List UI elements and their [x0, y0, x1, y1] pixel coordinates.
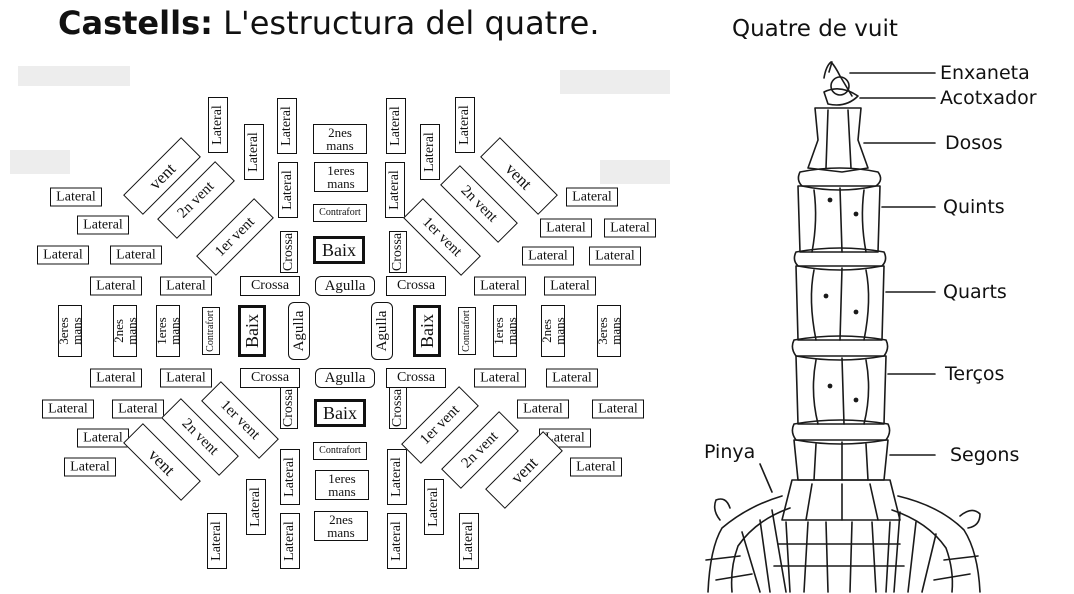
position-agulla: Agulla	[315, 368, 375, 388]
position-lateral: Lateral	[64, 457, 116, 477]
label-tercos: Terços	[945, 363, 1005, 385]
position-lateral: Lateral	[37, 245, 89, 265]
label-acotxador: Acotxador	[940, 87, 1037, 109]
position-lateral: Lateral	[50, 187, 102, 207]
label-pinya: Pinya	[704, 441, 756, 463]
position-lateral: Lateral	[570, 457, 622, 477]
label-quints: Quints	[943, 196, 1005, 218]
position-lateral: Lateral	[160, 276, 212, 296]
position-crossa: Crossa	[386, 276, 446, 296]
position-lateral: Lateral	[540, 218, 592, 238]
position-contrafort: Contrafort	[313, 442, 367, 460]
position-lateral: Lateral	[546, 368, 598, 388]
label-segons: Segons	[950, 444, 1020, 466]
position-lateral: Lateral	[77, 215, 129, 235]
position-crossa: Crossa	[240, 368, 300, 388]
label-enxaneta: Enxaneta	[940, 62, 1030, 84]
position-lateral: Lateral	[110, 245, 162, 265]
position-baix: Baix	[314, 399, 366, 427]
position-lateral: Lateral	[160, 368, 212, 388]
position-lateral: Lateral	[77, 428, 129, 448]
position-lateral: Lateral	[112, 399, 164, 419]
position-lateral: Lateral	[474, 276, 526, 296]
position-contrafort: Contrafort	[313, 204, 367, 222]
position-lateral: Lateral	[522, 246, 574, 266]
position-lateral: Lateral	[42, 399, 94, 419]
tower-title: Quatre de vuit	[732, 16, 898, 42]
position-lateral: Lateral	[474, 368, 526, 388]
position-lateral: Lateral	[604, 218, 656, 238]
position-lateral: Lateral	[90, 368, 142, 388]
label-quarts: Quarts	[943, 281, 1007, 303]
position-crossa: Crossa	[386, 368, 446, 388]
position-lateral: Lateral	[592, 399, 644, 419]
page-title: Castells: L'estructura del quatre.	[58, 4, 600, 42]
position-lateral: Lateral	[544, 276, 596, 296]
label-dosos: Dosos	[945, 132, 1003, 154]
position-lateral: Lateral	[90, 276, 142, 296]
position-lateral: Lateral	[566, 187, 618, 207]
position-crossa: Crossa	[240, 276, 300, 296]
position-lateral: Lateral	[589, 246, 641, 266]
position-lateral: Lateral	[517, 399, 569, 419]
position-baix: Baix	[313, 236, 365, 264]
position-agulla: Agulla	[315, 276, 375, 296]
